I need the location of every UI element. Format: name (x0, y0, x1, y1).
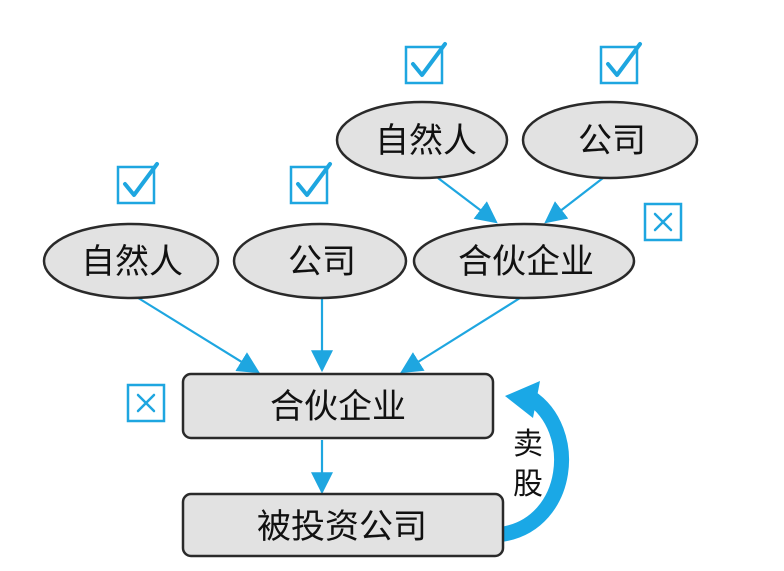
arrow-company-top-to-partnership (544, 177, 604, 224)
check-box-company-top (599, 42, 642, 85)
curved-arrow-body (496, 389, 569, 542)
check-mark-icon (411, 42, 447, 77)
node-label: 被投资公司 (257, 507, 427, 547)
node-invested-company: 被投资公司 (181, 492, 505, 558)
node-person-top: 自然人 (335, 100, 509, 180)
cross-box-partnership-upper (643, 202, 683, 242)
sell-shares-label: 卖 股 (513, 427, 543, 502)
node-label: 自然人 (375, 121, 477, 161)
node-company-mid: 公司 (232, 222, 408, 300)
node-label: 公司 (288, 242, 356, 282)
checked-box-icon (289, 165, 329, 205)
sell-label-char: 卖 (513, 427, 543, 462)
node-label: 合伙企业 (458, 242, 594, 282)
crossed-box-icon (126, 383, 166, 423)
arrow-partnership-to-main (400, 297, 521, 374)
node-partnership-main: 合伙企业 (181, 372, 495, 440)
check-box-person-left (116, 162, 159, 205)
checked-box-icon (404, 45, 444, 85)
node-partnership-upper: 合伙企业 (412, 222, 636, 300)
node-label: 合伙企业 (270, 387, 406, 427)
arrows (134, 177, 604, 495)
curved-arrow-head-icon (505, 381, 540, 418)
cross-box-partnership-main (126, 383, 166, 423)
check-box-company-mid (289, 162, 332, 205)
check-mark-icon (296, 162, 332, 197)
arrow-person-top-to-partnership (437, 177, 498, 224)
check-mark-icon (606, 42, 642, 77)
checked-box-icon (599, 45, 639, 85)
checked-box-icon (116, 165, 156, 205)
node-label: 自然人 (81, 242, 183, 282)
shares-label-char: 股 (513, 467, 543, 502)
check-mark-icon (123, 162, 159, 197)
crossed-box-icon (643, 202, 683, 242)
cross-mark-icon (653, 212, 673, 232)
node-label: 公司 (578, 121, 646, 161)
check-box-person-top (404, 42, 447, 85)
arrow-person-left-to-main (134, 295, 260, 374)
node-company-top: 公司 (521, 100, 699, 180)
cross-mark-icon (136, 393, 156, 413)
node-person-left: 自然人 (42, 222, 220, 300)
sell-shares-curved-arrow (496, 381, 569, 542)
